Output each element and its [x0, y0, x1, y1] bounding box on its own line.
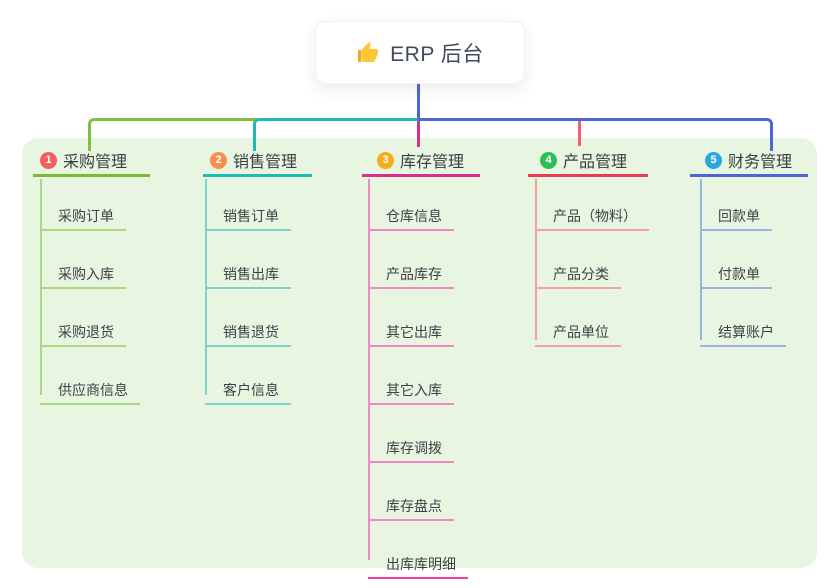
node-product-material[interactable]: 产品（物料） [535, 197, 649, 231]
node-sales-return[interactable]: 销售退货 [205, 313, 291, 347]
branch-inventory-children: 仓库信息 产品库存 其它出库 其它入库 库存调拨 库存盘点 出库库明细 [368, 179, 468, 579]
node-product-unit[interactable]: 产品单位 [535, 313, 621, 347]
badge-2: 2 [210, 151, 227, 169]
branch-inventory-rail [368, 179, 370, 560]
connector-branch-5 [418, 118, 773, 151]
connector-branch-3 [417, 121, 420, 147]
node-purchase-return[interactable]: 采购退货 [40, 313, 126, 347]
branch-inventory-title[interactable]: 3 库存管理 [362, 146, 480, 177]
node-stock-count[interactable]: 库存盘点 [368, 487, 454, 521]
node-stock-detail[interactable]: 出库库明细 [368, 545, 468, 579]
connector-branch-1 [88, 118, 257, 151]
node-stock-transfer[interactable]: 库存调拨 [368, 429, 454, 463]
branch-title-label: 销售管理 [233, 154, 298, 171]
node-product-stock[interactable]: 产品库存 [368, 255, 454, 289]
branch-finance-children: 回款单 付款单 结算账户 [700, 179, 786, 347]
branch-title-label: 库存管理 [400, 154, 465, 171]
connector-branch-2 [253, 118, 421, 151]
branch-purchase-title[interactable]: 1 采购管理 [33, 146, 150, 177]
node-receipt-order[interactable]: 回款单 [700, 197, 772, 231]
connector-branch-4 [578, 121, 581, 146]
branches-background-panel [22, 138, 817, 568]
branch-purchase-children: 采购订单 采购入库 采购退货 供应商信息 [40, 179, 140, 405]
badge-4: 4 [540, 151, 557, 169]
branch-title-label: 财务管理 [728, 154, 793, 171]
node-other-inbound[interactable]: 其它入库 [368, 371, 454, 405]
node-product-category[interactable]: 产品分类 [535, 255, 621, 289]
node-warehouse-info[interactable]: 仓库信息 [368, 197, 454, 231]
root-node[interactable]: ERP 后台 [315, 21, 525, 84]
branch-product-children: 产品（物料） 产品分类 产品单位 [535, 179, 649, 347]
badge-1: 1 [40, 151, 57, 169]
branch-sales: 2 销售管理 销售订单 销售出库 销售退货 客户信息 [203, 146, 312, 405]
node-sales-outbound[interactable]: 销售出库 [205, 255, 291, 289]
branch-product-title[interactable]: 4 产品管理 [528, 146, 648, 177]
thumbs-up-icon [358, 41, 379, 62]
node-other-outbound[interactable]: 其它出库 [368, 313, 454, 347]
node-settlement-account[interactable]: 结算账户 [700, 313, 786, 347]
node-customer-info[interactable]: 客户信息 [205, 371, 291, 405]
node-supplier-info[interactable]: 供应商信息 [40, 371, 140, 405]
branch-title-label: 采购管理 [63, 154, 128, 171]
node-payment-order[interactable]: 付款单 [700, 255, 772, 289]
branch-sales-title[interactable]: 2 销售管理 [203, 146, 312, 177]
branch-finance-rail [700, 179, 702, 340]
branch-inventory: 3 库存管理 仓库信息 产品库存 其它出库 其它入库 库存调拨 库存盘点 出库库… [362, 146, 480, 579]
badge-5: 5 [705, 151, 722, 169]
branch-title-label: 产品管理 [563, 154, 628, 171]
node-sales-order[interactable]: 销售订单 [205, 197, 291, 231]
root-node-label: ERP 后台 [390, 42, 484, 66]
branch-product: 4 产品管理 产品（物料） 产品分类 产品单位 [528, 146, 649, 347]
node-purchase-inbound[interactable]: 采购入库 [40, 255, 126, 289]
branch-purchase: 1 采购管理 采购订单 采购入库 采购退货 供应商信息 [33, 146, 150, 405]
branch-product-rail [535, 179, 537, 340]
branch-sales-children: 销售订单 销售出库 销售退货 客户信息 [205, 179, 291, 405]
branch-finance: 5 财务管理 回款单 付款单 结算账户 [690, 146, 808, 347]
badge-3: 3 [377, 151, 394, 169]
branch-finance-title[interactable]: 5 财务管理 [690, 146, 808, 177]
node-purchase-order[interactable]: 采购订单 [40, 197, 126, 231]
root-connector-line [417, 82, 420, 121]
